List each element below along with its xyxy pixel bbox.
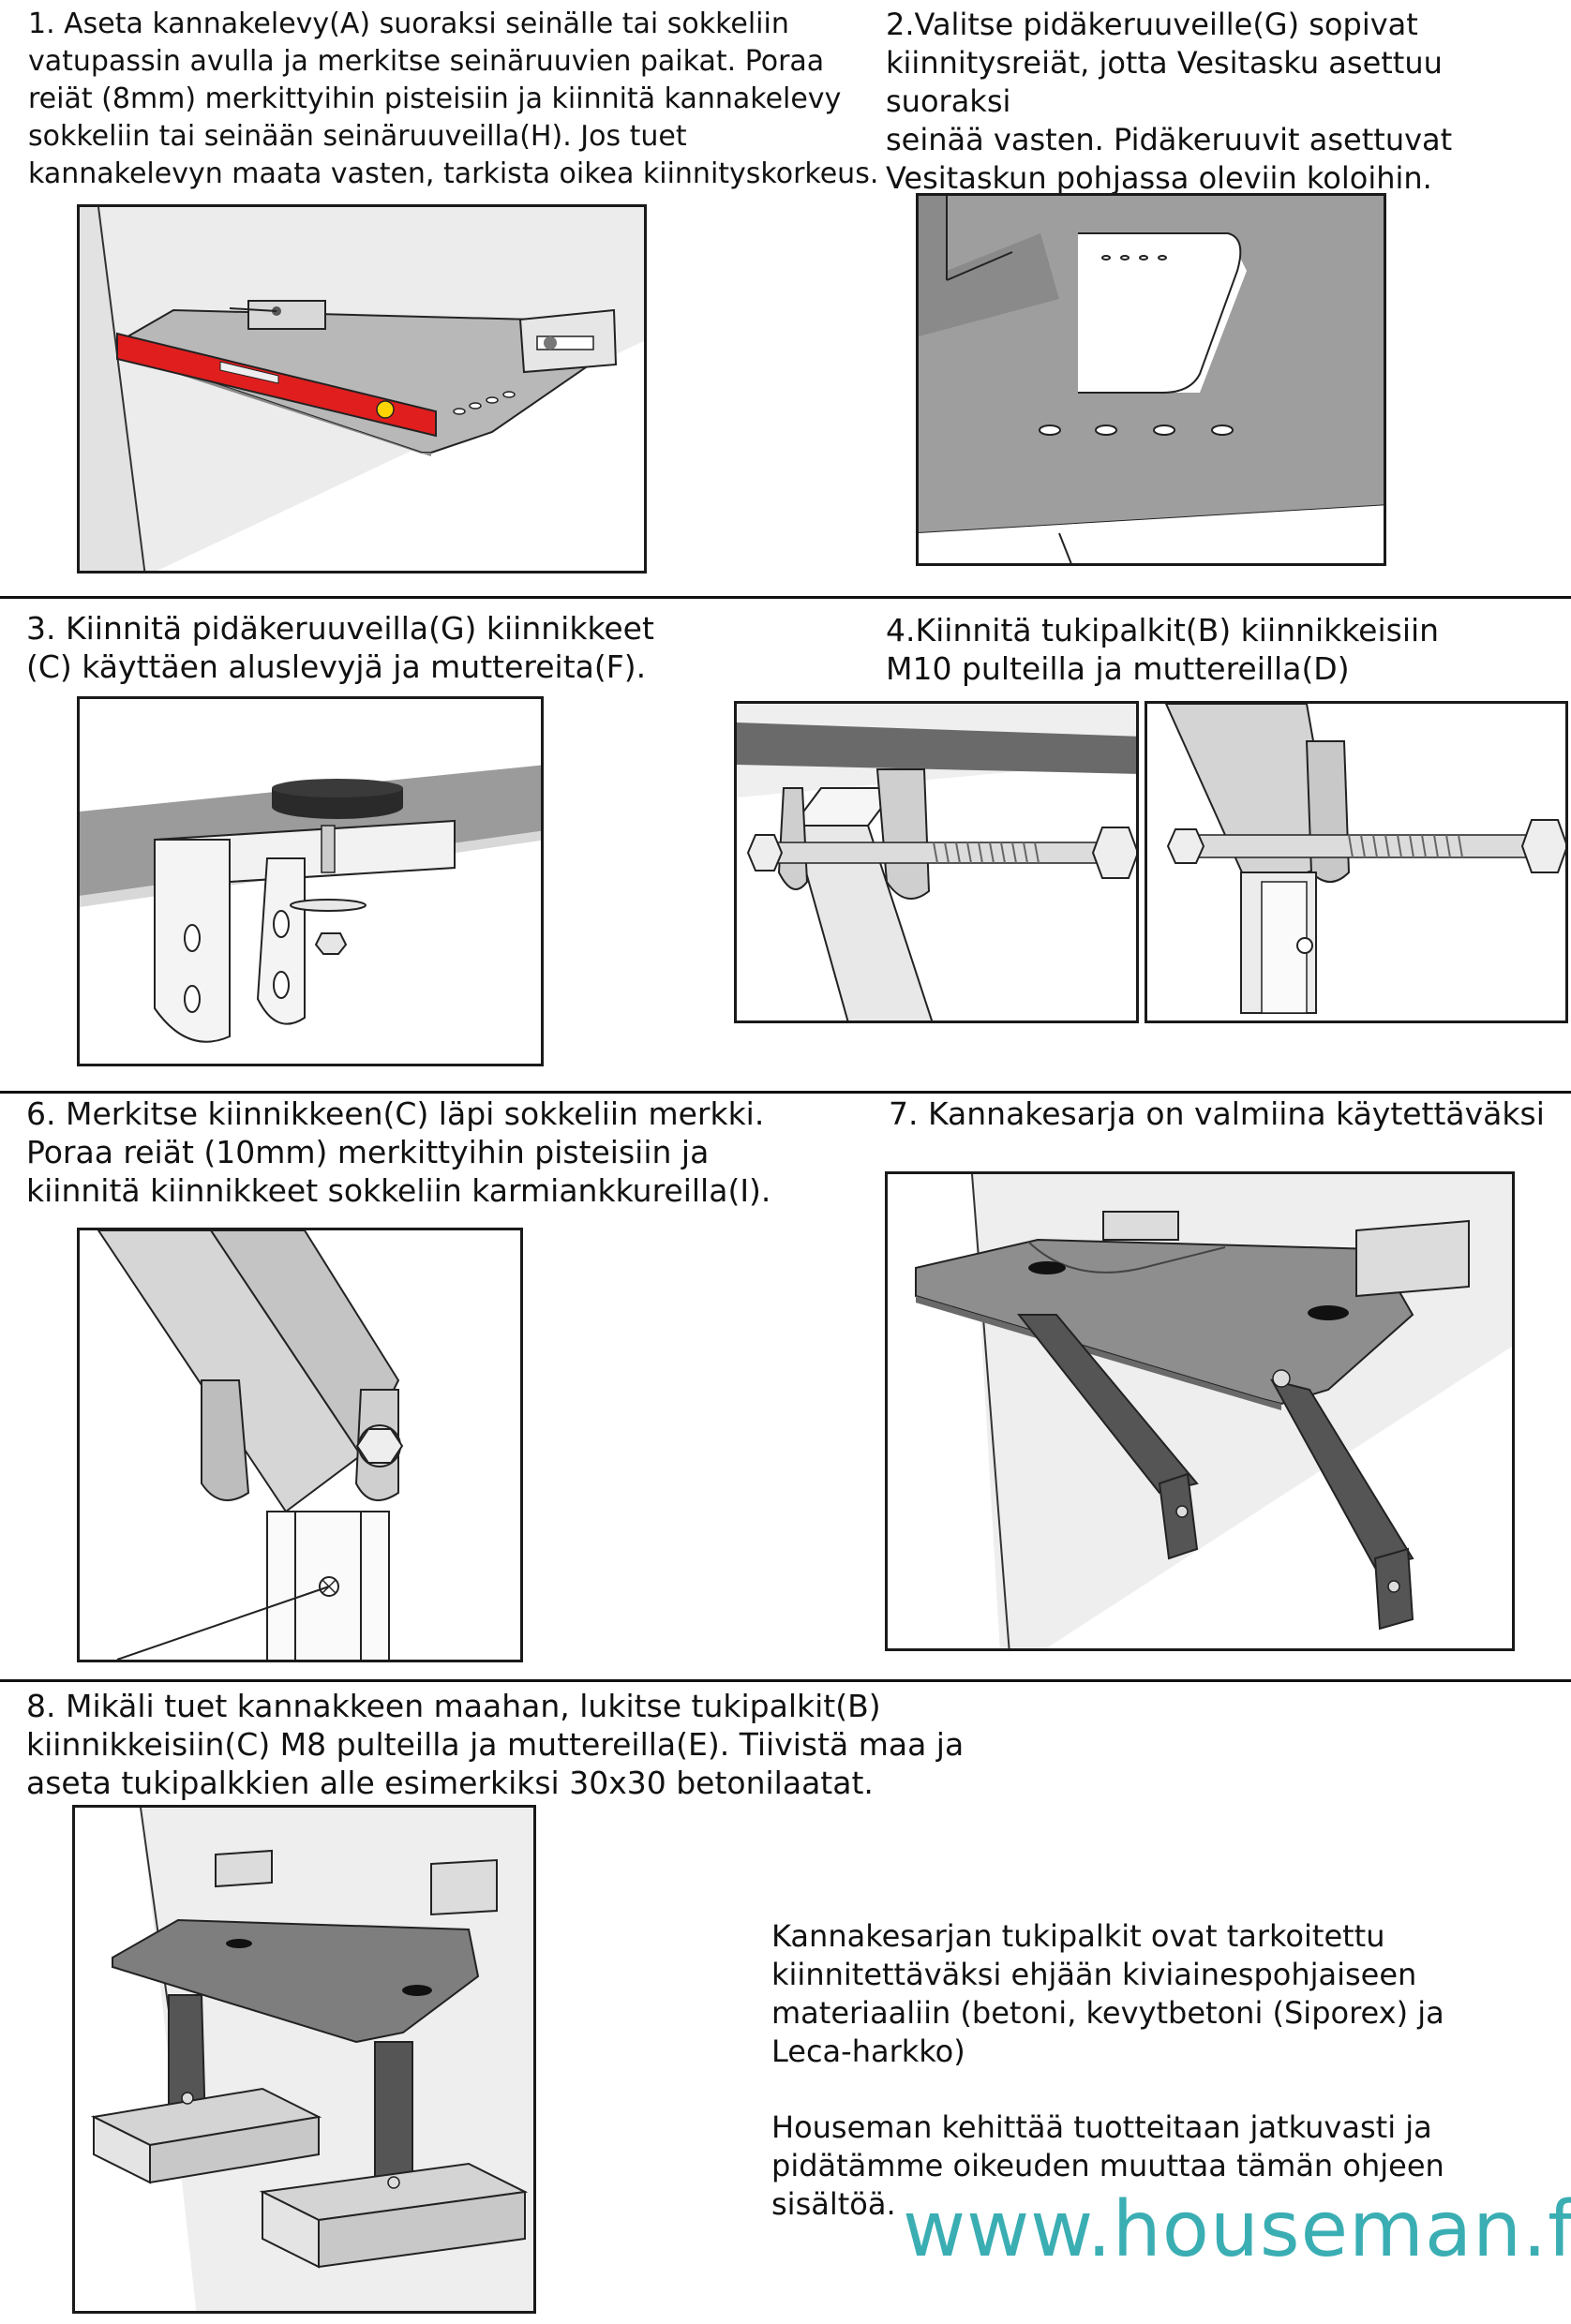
step-7-text: 7. Kannakesarja on valmiina käytettäväks… <box>889 1095 1545 1132</box>
materials-note: Kannakesarjan tukipalkit ovat tarkoitett… <box>771 1918 1444 2069</box>
step-4-text: 4.Kiinnitä tukipalkit(B) kiinnikkeisiin … <box>886 612 1440 687</box>
step-8-text: 8. Mikäli tuet kannakkeen maahan, lukits… <box>26 1688 965 1801</box>
illustration-step-1 <box>77 204 647 574</box>
illustration-step-4b <box>1145 701 1568 1023</box>
illustration-step-2 <box>916 193 1386 566</box>
step-1-text: 1. Aseta kannakelevy(A) suoraksi seinäll… <box>28 7 879 190</box>
illustration-step-6 <box>77 1228 523 1662</box>
step-6-text: 6. Merkitse kiinnikkeen(C) läpi sokkelii… <box>26 1095 771 1209</box>
divider-1 <box>0 596 1571 599</box>
step-3-text: 3. Kiinnitä pidäkeruuveilla(G) kiinnikke… <box>26 610 654 685</box>
step-2-text: 2.Valitse pidäkeruuveille(G) sopivat kii… <box>886 7 1453 196</box>
illustration-step-3 <box>77 696 544 1066</box>
divider-3 <box>0 1679 1571 1682</box>
divider-2 <box>0 1091 1571 1094</box>
illustration-step-8 <box>72 1805 536 2314</box>
illustration-step-7 <box>885 1171 1515 1651</box>
disclaimer-note: Houseman kehittää tuotteitaan jatkuvasti… <box>771 2109 1444 2222</box>
illustration-step-4a <box>734 701 1139 1023</box>
website-link[interactable]: www.houseman.fi <box>903 2185 1571 2274</box>
